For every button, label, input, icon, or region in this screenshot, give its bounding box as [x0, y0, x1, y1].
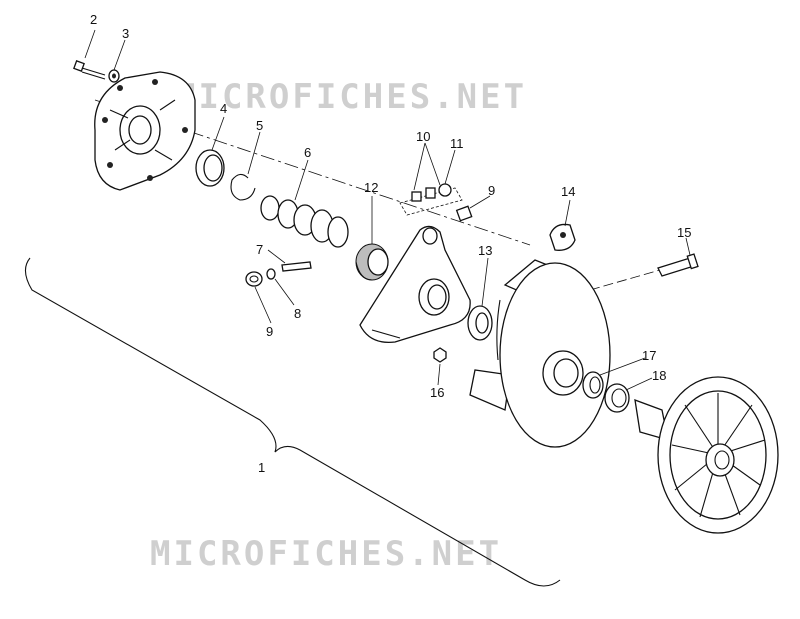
- moveable-sheave: [469, 259, 611, 448]
- callout-18: 18: [652, 368, 666, 383]
- clip-part-14: [549, 223, 576, 251]
- ring-part-4: [195, 149, 225, 187]
- snap-ring-part-5: [230, 173, 256, 201]
- ring-part-18: [604, 383, 630, 413]
- bushing-part-9-left: [245, 271, 263, 287]
- callout-12: 12: [364, 180, 378, 195]
- callout-10: 10: [416, 129, 430, 144]
- spider-arm: [359, 225, 471, 344]
- bushing-part-9-right: [455, 205, 473, 222]
- callout-1: 1: [258, 460, 265, 475]
- callout-15: 15: [677, 225, 691, 240]
- callout-9-right: 9: [488, 183, 495, 198]
- callout-4: 4: [220, 101, 227, 116]
- bolt-part-15: [657, 253, 699, 277]
- spring-part-6: [260, 195, 349, 248]
- fixed-sheave: [634, 376, 779, 534]
- callout-16: 16: [430, 385, 444, 400]
- callout-13: 13: [478, 243, 492, 258]
- watermark-bottom: MICROFICHES.NET: [150, 534, 502, 574]
- nut-washer-parts-10-11: [399, 183, 463, 216]
- leader-lines: [84, 29, 691, 391]
- cover-plate: [94, 71, 196, 191]
- callout-9-left: 9: [266, 324, 273, 339]
- callout-14: 14: [561, 184, 575, 199]
- nut-part-16: [433, 347, 447, 363]
- center-axis-right: [589, 269, 661, 291]
- pin-part-7: [281, 261, 312, 272]
- assembly-bracket: [24, 257, 561, 587]
- callout-17: 17: [642, 348, 656, 363]
- callout-7: 7: [256, 242, 263, 257]
- ring-part-17: [582, 371, 604, 399]
- callout-2: 2: [90, 12, 97, 27]
- callout-3: 3: [122, 26, 129, 41]
- callout-6: 6: [304, 145, 311, 160]
- callout-11: 11: [450, 136, 464, 151]
- washer-part-13: [467, 305, 493, 341]
- callout-5: 5: [256, 118, 263, 133]
- washer-part-3: [108, 69, 120, 83]
- roller-part-12: [355, 243, 389, 281]
- callout-8: 8: [294, 306, 301, 321]
- bolt-part-2: [73, 60, 106, 80]
- watermark-top: MICROFICHES.NET: [175, 77, 527, 117]
- washer-part-8: [266, 268, 276, 280]
